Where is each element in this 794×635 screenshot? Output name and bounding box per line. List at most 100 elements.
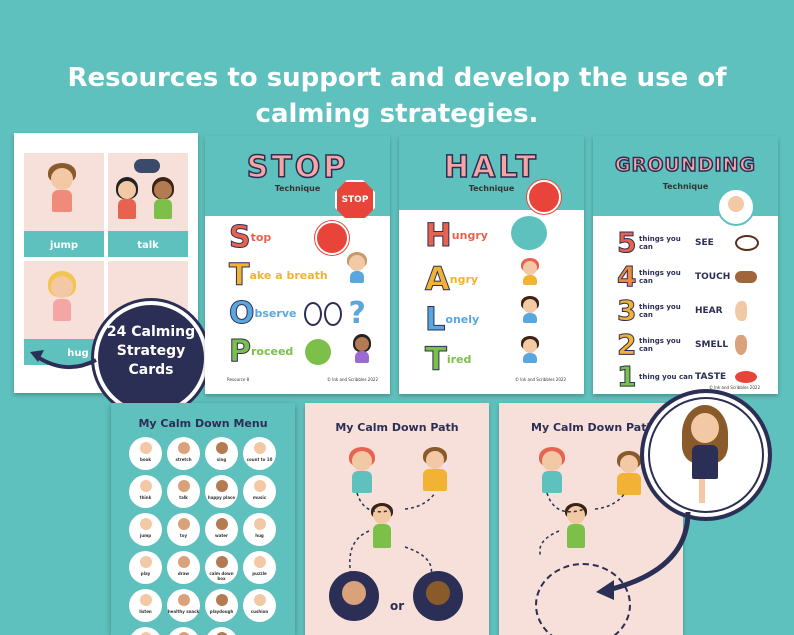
menu-item: music [243,475,276,508]
path1-title: My Calm Down Path [335,421,459,434]
menu-item-label: water [215,533,228,538]
child-face-icon [216,518,228,530]
halt-row-t: T ired [425,340,472,379]
menu-item: playdough [205,589,238,622]
menu-item-label: stretch [175,457,192,462]
stop-row-t: T ake a breath [228,258,327,294]
child-face-icon [140,632,152,635]
badge-line1: 24 Calming [106,324,196,340]
halt-word-l: onely [445,312,480,326]
stop-row-p: P roceed [229,334,332,370]
menu-item-label: book [139,457,152,462]
grounding-text-2: things you can [639,336,681,353]
halt-word-h: ungry [451,228,488,242]
halt-title: HALT [443,149,539,186]
grounding-sense-4: TOUCH [695,271,731,282]
grounding-row-1: 1 thing you can TASTE [617,360,757,394]
thumbs-up-icon [305,338,332,365]
grounding-num-5: 5 [617,226,637,260]
hand-touch-icon [735,270,757,283]
grounding-subtitle: Technique [662,182,709,191]
menu-item-label: puzzle [252,571,267,576]
grounding-sense-3: HEAR [695,305,723,316]
grounding-num-4: 4 [617,260,637,294]
path1-or: or [390,599,405,613]
grounding-num-3: 3 [617,294,637,328]
menu-item: sing [205,437,238,470]
card-label-jump: jump [49,240,79,251]
child-face-icon [254,442,266,454]
grounding-row-5: 5 things you can SEE [617,226,759,260]
stop-footer-right: © Ink and Scribbles 2022 [326,377,378,382]
child-face-icon [178,442,190,454]
halt-footer: © Ink and Scribbles 2022 [514,377,566,382]
child-face-icon [216,442,228,454]
grounding-text-3: things you can [639,302,681,319]
hand-stop-icon [315,220,350,255]
menu-item-label: think [139,495,152,500]
stop-word-p: roceed [251,345,294,358]
child-face-icon [254,480,266,492]
utensils-icon [511,216,547,250]
menu-item: listen [129,589,162,622]
grounding-text-4: things you can [639,268,681,285]
menu-item [167,627,200,635]
child-face-icon [254,518,266,530]
stop-title: STOP [246,149,349,186]
menu-item-label: calm down box [209,571,234,581]
grounding-row-2: 2 things you can SMELL [617,328,747,362]
menu-item-label: music [252,495,267,500]
card-hug: hug [24,261,104,365]
child-face-icon [216,632,228,635]
badge-line2: Strategy [116,343,186,359]
card-label-hug: hug [67,348,89,359]
stop-sign-label: STOP [341,195,369,205]
grounding-row-4: 4 things you can TOUCH [617,260,757,294]
menu-item-label: happy place [207,495,236,500]
menu-item [205,627,238,635]
stop-poster: STOP Technique STOP S top T ake a breath… [205,136,390,394]
menu-item: toy [167,513,200,546]
menu-item: puzzle [243,551,276,584]
grounding-avatar-icon [717,188,755,226]
card-label-talk: talk [137,240,159,251]
stop-word-o: bserve [254,307,297,320]
menu-item-label: jump [139,533,152,538]
path1-option-a [329,571,379,621]
empty-path-slot [535,563,631,635]
grounding-sense-2: SMELL [695,339,729,350]
menu-item-label: sing [216,457,227,462]
question-mark-icon: ? [348,296,366,331]
menu-item: happy place [205,475,238,508]
mouth-icon [735,370,757,383]
stop-footer-left: Resource 8 [227,377,250,382]
child-face-icon [216,480,228,492]
menu-item: hug [243,513,276,546]
menu-item-label: cushion [250,609,269,614]
menu-item: talk [167,475,200,508]
halt-letter-h: H [425,216,453,255]
child-face-icon [178,594,190,606]
halt-letter-l: L [424,300,446,339]
child-face-icon [140,442,152,454]
grounding-title: GROUNDING [614,153,757,177]
grounding-row-3: 3 things you can HEAR [617,294,747,328]
menu-item: think [129,475,162,508]
path1-option-b [413,571,463,621]
yoga-child-badge [640,389,772,521]
child-face-icon [140,594,152,606]
speech-bubble-icon [134,159,160,173]
halt-letter-t: T [425,340,448,379]
eyes-icon [304,301,343,326]
halt-letter-a: A [425,260,451,299]
stop-letter-p: P [229,334,252,370]
grounding-num-2: 2 [617,328,637,362]
stop-row-s: S top [229,220,350,256]
grounding-poster: GROUNDING Technique 5 things you can SEE… [593,136,778,394]
child-face-icon [254,556,266,568]
arrow-to-cards-icon [30,350,97,370]
menu-item-label: playdough [209,609,234,614]
menu-item: play [129,551,162,584]
card-jump: jump [24,153,104,257]
